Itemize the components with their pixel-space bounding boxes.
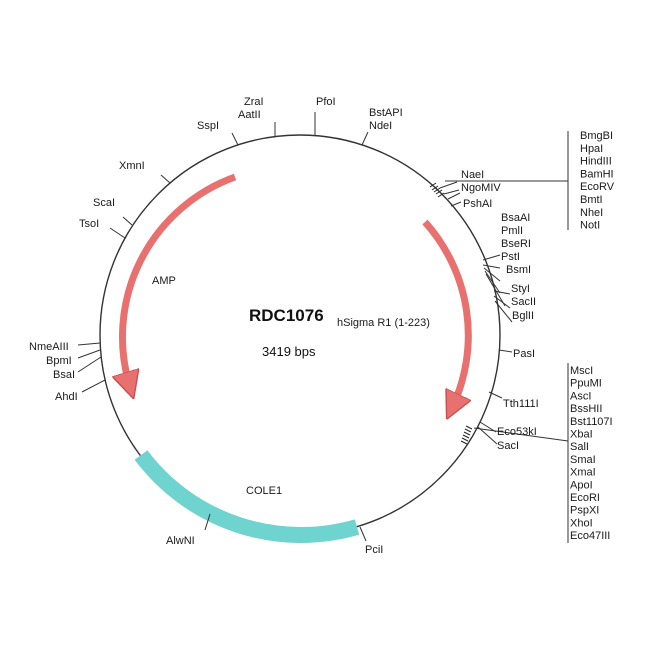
site-label-bglii: BglII bbox=[512, 310, 534, 322]
plasmid-name: RDC1076 bbox=[249, 306, 324, 325]
cluster-site-label: SmaI bbox=[570, 454, 596, 466]
site-label-tsoi: TsoI bbox=[79, 218, 99, 230]
cluster-site-label: BamHI bbox=[580, 168, 614, 180]
site-label-scai: ScaI bbox=[93, 197, 115, 209]
cluster-site-label: HindIII bbox=[580, 156, 612, 168]
cluster-site-label: NotI bbox=[580, 220, 600, 232]
cluster-site-label: BssHII bbox=[570, 403, 602, 415]
site-label-pfoi: PfoI bbox=[316, 96, 336, 108]
site-label-aatii: AatII bbox=[238, 109, 261, 121]
site-label-saci: SacI bbox=[497, 440, 519, 452]
cluster-site-label: EcoRI bbox=[570, 492, 600, 504]
feature-label-hsigma: hSigma R1 (1-223) bbox=[337, 317, 430, 329]
site-label-pshai: PshAI bbox=[463, 198, 492, 210]
cluster-site-label: XmaI bbox=[570, 467, 596, 479]
feature-label-amp: AMP bbox=[152, 275, 176, 287]
site-label-eco53ki: Eco53kI bbox=[497, 426, 537, 438]
site-label-sacii: SacII bbox=[511, 296, 536, 308]
site-label-ndei: NdeI bbox=[369, 120, 392, 132]
site-label-bsaai: BsaAI bbox=[501, 212, 530, 224]
cluster-site-label: ApoI bbox=[570, 479, 593, 491]
site-label-zrai: ZraI bbox=[244, 96, 264, 108]
feature-hsigma-arrow[interactable] bbox=[422, 219, 472, 408]
site-label-pasi: PasI bbox=[513, 348, 535, 360]
site-label-bstapi: BstAPI bbox=[369, 107, 403, 119]
cluster-site-label: HpaI bbox=[580, 143, 603, 155]
cluster-brackets bbox=[445, 131, 569, 543]
site-label-pcii: PciI bbox=[365, 544, 383, 556]
site-label-tth111i: Tth111I bbox=[503, 398, 539, 410]
site-label-bpmi: BpmI bbox=[46, 355, 72, 367]
cluster-site-label: XhoI bbox=[570, 517, 593, 529]
cluster-site-label: EcoRV bbox=[580, 181, 615, 193]
cluster-site-label: PpuMI bbox=[570, 378, 602, 390]
cluster-top-hatch bbox=[429, 182, 445, 198]
cluster-site-label: SalI bbox=[570, 441, 589, 453]
feature-amp-arrow[interactable] bbox=[122, 173, 237, 387]
site-label-bsai: BsaI bbox=[53, 369, 75, 381]
site-label-psti: PstI bbox=[501, 251, 520, 263]
site-label-nmeaiii: NmeAIII bbox=[29, 341, 69, 353]
cluster-site-label: BmtI bbox=[580, 194, 603, 206]
cluster-site-label: XbaI bbox=[570, 429, 593, 441]
cluster-site-label: PspXI bbox=[570, 505, 599, 517]
cluster-site-label: BmgBI bbox=[580, 130, 613, 142]
cluster-site-label: Bst1107I bbox=[570, 416, 613, 428]
site-label-bseri: BseRI bbox=[501, 238, 531, 250]
site-label-ngomiv: NgoMIV bbox=[461, 182, 501, 194]
cluster-site-label: AscI bbox=[570, 390, 591, 402]
cluster-site-label: Eco47III bbox=[570, 530, 610, 542]
site-label-sspi: SspI bbox=[197, 120, 219, 132]
plasmid-size: 3419 bps bbox=[262, 344, 316, 359]
site-label-pmli: PmlI bbox=[501, 225, 523, 237]
site-label-styi: StyI bbox=[511, 283, 530, 295]
cluster-list-bottom: MscIPpuMIAscIBssHIIBst1107IXbaISalISmaIX… bbox=[570, 365, 613, 542]
cluster-site-label: NheI bbox=[580, 207, 603, 219]
site-label-naei: NaeI bbox=[461, 169, 484, 181]
site-label-alwni: AlwNI bbox=[166, 535, 195, 547]
feature-cole1-arc[interactable] bbox=[134, 450, 360, 543]
site-label-bsmi: BsmI bbox=[506, 264, 531, 276]
cluster-site-label: MscI bbox=[570, 365, 593, 377]
site-ticks bbox=[77, 112, 569, 542]
feature-label-cole1: COLE1 bbox=[246, 485, 282, 497]
cluster-bottom-hatch bbox=[460, 425, 473, 445]
site-label-xmni: XmnI bbox=[119, 160, 145, 172]
site-label-ahdi: AhdI bbox=[55, 391, 78, 403]
